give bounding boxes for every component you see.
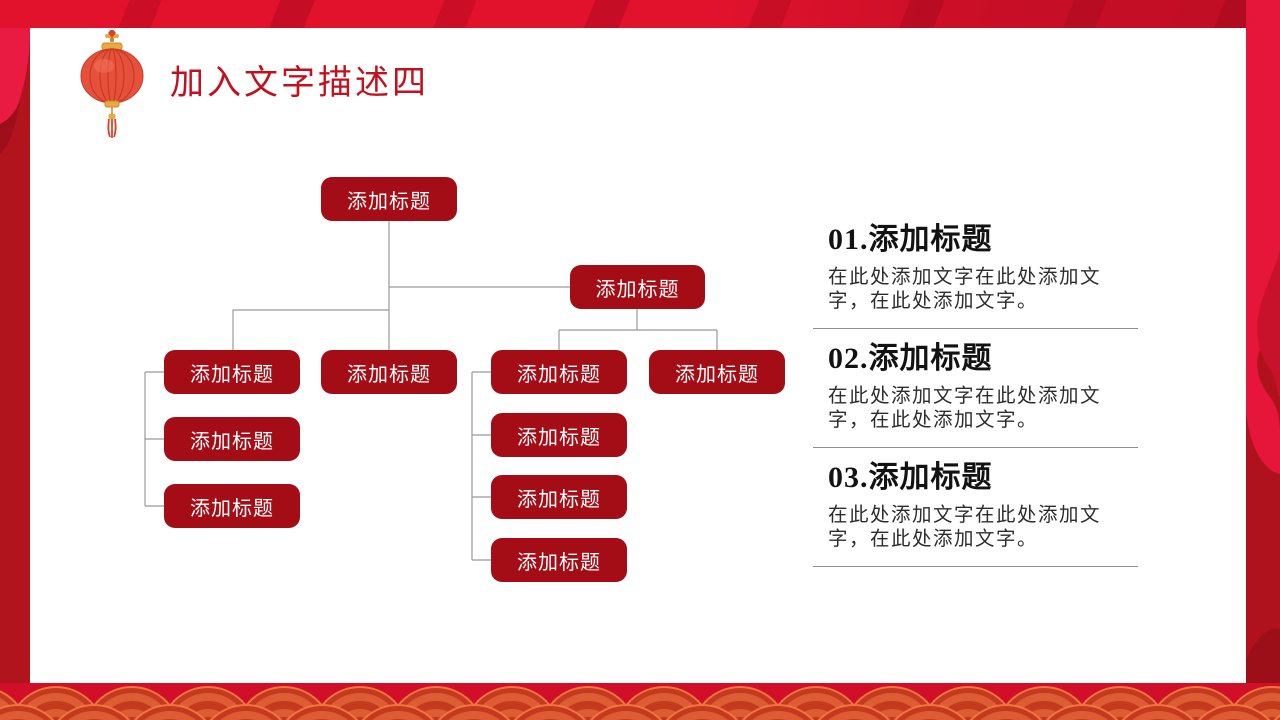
top-ribbon-border bbox=[0, 0, 1280, 28]
org-node-label: 添加标题 bbox=[675, 363, 759, 386]
lantern-icon bbox=[80, 30, 144, 138]
org-chart-node-branch[interactable]: 添加标题 bbox=[570, 265, 705, 309]
org-node-label: 添加标题 bbox=[347, 190, 431, 213]
section-body: 在此处添加文字在此处添加文 字，在此处添加文字。 bbox=[828, 386, 1102, 431]
org-chart-node-right-2[interactable]: 添加标题 bbox=[491, 413, 627, 457]
page-title: 加入文字描述四 bbox=[170, 65, 429, 102]
org-chart-node-far-right[interactable]: 添加标题 bbox=[649, 350, 785, 394]
section-heading: 03.添加标题 bbox=[828, 461, 993, 494]
org-chart-node-left-2[interactable]: 添加标题 bbox=[164, 417, 300, 461]
org-node-label: 添加标题 bbox=[517, 426, 601, 449]
section-heading: 02.添加标题 bbox=[828, 342, 993, 375]
org-chart-node-right-1[interactable]: 添加标题 bbox=[491, 350, 627, 394]
org-chart-node-right-4[interactable]: 添加标题 bbox=[491, 538, 627, 582]
right-drape-decoration bbox=[1246, 0, 1280, 720]
org-chart-node-root[interactable]: 添加标题 bbox=[321, 177, 457, 221]
org-chart-node-right-3[interactable]: 添加标题 bbox=[491, 475, 627, 519]
org-node-label: 添加标题 bbox=[517, 551, 601, 574]
bottom-cloud-pattern bbox=[0, 683, 1280, 720]
org-chart-node-left-3[interactable]: 添加标题 bbox=[164, 484, 300, 528]
section-body: 在此处添加文字在此处添加文 字，在此处添加文字。 bbox=[828, 267, 1102, 312]
section-body: 在此处添加文字在此处添加文 字，在此处添加文字。 bbox=[828, 505, 1102, 550]
section-01[interactable]: 01.添加标题 在此处添加文字在此处添加文 字，在此处添加文字。 bbox=[813, 210, 1138, 329]
org-node-label: 添加标题 bbox=[517, 488, 601, 511]
section-03[interactable]: 03.添加标题 在此处添加文字在此处添加文 字，在此处添加文字。 bbox=[813, 448, 1138, 567]
section-02[interactable]: 02.添加标题 在此处添加文字在此处添加文 字，在此处添加文字。 bbox=[813, 329, 1138, 448]
org-node-label: 添加标题 bbox=[517, 363, 601, 386]
org-node-label: 添加标题 bbox=[347, 363, 431, 386]
org-node-label: 添加标题 bbox=[190, 497, 274, 520]
text-sections-panel: 01.添加标题 在此处添加文字在此处添加文 字，在此处添加文字。 02.添加标题… bbox=[813, 210, 1138, 567]
section-heading: 01.添加标题 bbox=[828, 223, 993, 256]
org-chart-node-left-1[interactable]: 添加标题 bbox=[164, 350, 300, 394]
org-node-label: 添加标题 bbox=[190, 363, 274, 386]
org-node-label: 添加标题 bbox=[190, 430, 274, 453]
left-drape-decoration bbox=[0, 28, 30, 156]
org-chart-node-mid-child[interactable]: 添加标题 bbox=[321, 350, 457, 394]
org-node-label: 添加标题 bbox=[595, 278, 680, 301]
